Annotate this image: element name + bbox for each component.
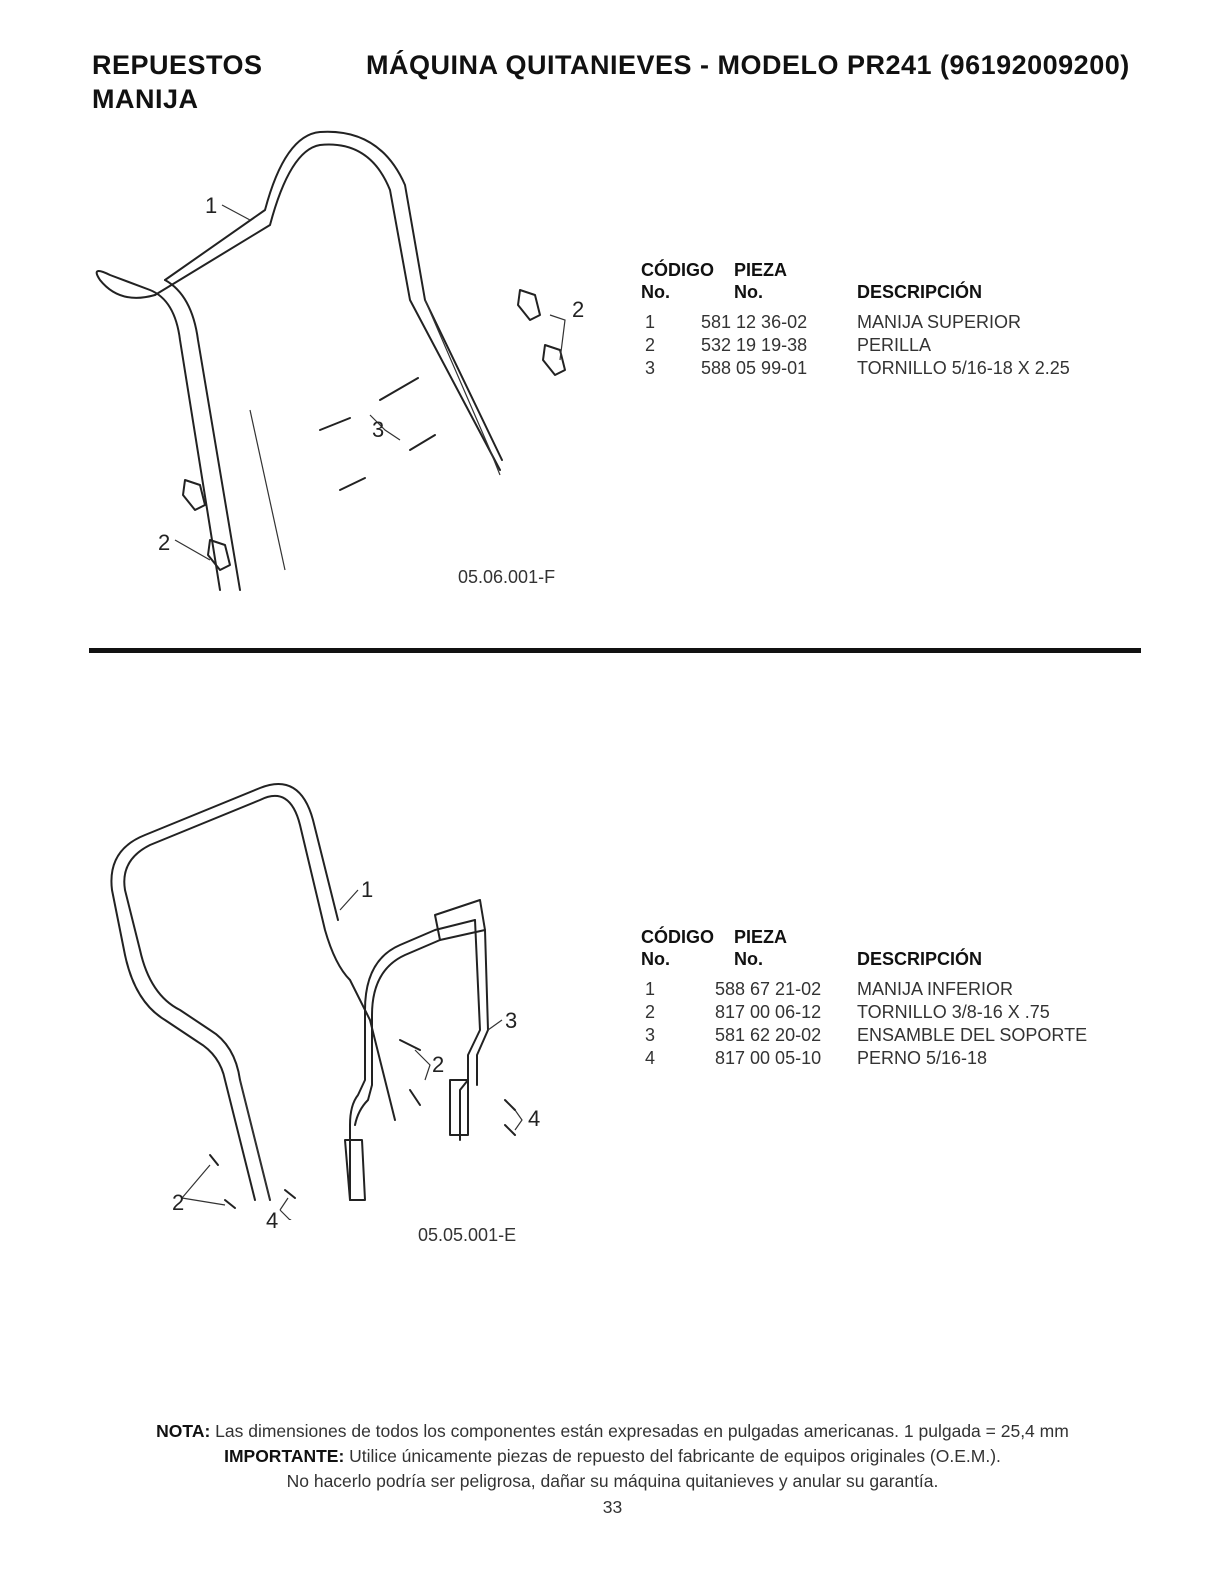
col-code-header: CÓDIGO	[641, 260, 715, 280]
bolt-icon	[319, 377, 436, 491]
row-desc: PERILLA	[857, 335, 932, 355]
callout-1: 1	[205, 193, 218, 218]
col-code-subheader: No.	[641, 282, 670, 302]
knob-icon	[182, 289, 566, 571]
row-part: 817 00 05-10	[715, 1048, 822, 1068]
row-code: 2	[645, 1002, 656, 1022]
page-number: 33	[602, 1497, 623, 1517]
footer-warning: No hacerlo podría ser peligrosa, dañar s…	[286, 1471, 939, 1491]
col-part-header: PIEZA	[734, 260, 788, 280]
section-title: REPUESTOS	[92, 50, 263, 80]
important-text: Utilice únicamente piezas de repuesto de…	[344, 1446, 1001, 1466]
col-part-subheader: No.	[734, 282, 763, 302]
callout-3: 3	[505, 1008, 518, 1033]
row-desc: PERNO 5/16-18	[857, 1048, 988, 1068]
row-desc: TORNILLO 3/8-16 X .75	[857, 1002, 1050, 1022]
col-part-header: PIEZA	[734, 927, 788, 947]
row-desc: ENSAMBLE DEL SOPORTE	[857, 1025, 1088, 1045]
table-row: 1 581 12 36-02 MANIJA SUPERIOR	[641, 312, 1121, 335]
col-code-header: CÓDIGO	[641, 927, 715, 947]
footer-important: IMPORTANTE: Utilice únicamente piezas de…	[0, 1446, 1225, 1467]
bolt-icon	[209, 1039, 516, 1220]
callout-4: 4	[528, 1106, 541, 1131]
upper-handle-diagram	[95, 130, 566, 591]
row-desc: TORNILLO 5/16-18 X 2.25	[857, 358, 1070, 378]
row-code: 1	[645, 979, 656, 999]
page-title: MÁQUINA QUITANIEVES - MODELO PR241 (9619…	[366, 50, 1130, 80]
important-label: IMPORTANTE:	[224, 1446, 345, 1466]
note-text: Las dimensiones de todos los componentes…	[210, 1421, 1069, 1441]
row-desc: MANIJA INFERIOR	[857, 979, 1014, 999]
section-divider	[89, 648, 1141, 653]
col-desc-header: DESCRIPCIÓN	[857, 949, 983, 969]
row-part: 581 12 36-02	[701, 312, 808, 332]
callout-2: 2	[572, 297, 585, 322]
row-desc: MANIJA SUPERIOR	[857, 312, 1022, 332]
row-code: 4	[645, 1048, 656, 1068]
callout-2: 2	[172, 1190, 185, 1215]
callout-3: 3	[372, 417, 385, 442]
figure-id: 05.05.001-E	[418, 1225, 517, 1245]
table-row: 1 588 67 21-02 MANIJA INFERIOR	[641, 979, 1121, 1002]
table-row: 2 532 19 19-38 PERILLA	[641, 335, 1121, 358]
col-part-subheader: No.	[734, 949, 763, 969]
row-part: 532 19 19-38	[701, 335, 808, 355]
callout-4: 4	[266, 1208, 279, 1233]
callout-2: 2	[158, 530, 171, 555]
row-part: 581 62 20-02	[715, 1025, 822, 1045]
row-code: 1	[645, 312, 656, 332]
callout-2: 2	[432, 1052, 445, 1077]
footer-note: NOTA: Las dimensiones de todos los compo…	[0, 1421, 1225, 1442]
table-row: 2 817 00 06-12 TORNILLO 3/8-16 X .75	[641, 1002, 1121, 1025]
lower-handle-diagram	[110, 783, 523, 1220]
row-code: 3	[645, 1025, 656, 1045]
col-code-subheader: No.	[641, 949, 670, 969]
note-label: NOTA:	[156, 1421, 211, 1441]
row-part: 588 67 21-02	[715, 979, 822, 999]
row-part: 817 00 06-12	[715, 1002, 822, 1022]
table-row: 3 588 05 99-01 TORNILLO 5/16-18 X 2.25	[641, 358, 1121, 381]
parts-table-lower-handle: CÓDIGO PIEZA No. No. DESCRIPCIÓN 1 588 6…	[641, 927, 1121, 1071]
callout-1: 1	[361, 877, 374, 902]
figure-id: 05.06.001-F	[458, 567, 556, 587]
row-code: 2	[645, 335, 656, 355]
row-code: 3	[645, 358, 656, 378]
col-desc-header: DESCRIPCIÓN	[857, 282, 983, 302]
table-row: 3 581 62 20-02 ENSAMBLE DEL SOPORTE	[641, 1025, 1121, 1048]
parts-table-upper-handle: CÓDIGO PIEZA No. No. DESCRIPCIÓN 1 581 1…	[641, 260, 1121, 381]
row-part: 588 05 99-01	[701, 358, 808, 378]
subsection-title: MANIJA	[92, 84, 199, 114]
table-row: 4 817 00 05-10 PERNO 5/16-18	[641, 1048, 1121, 1071]
